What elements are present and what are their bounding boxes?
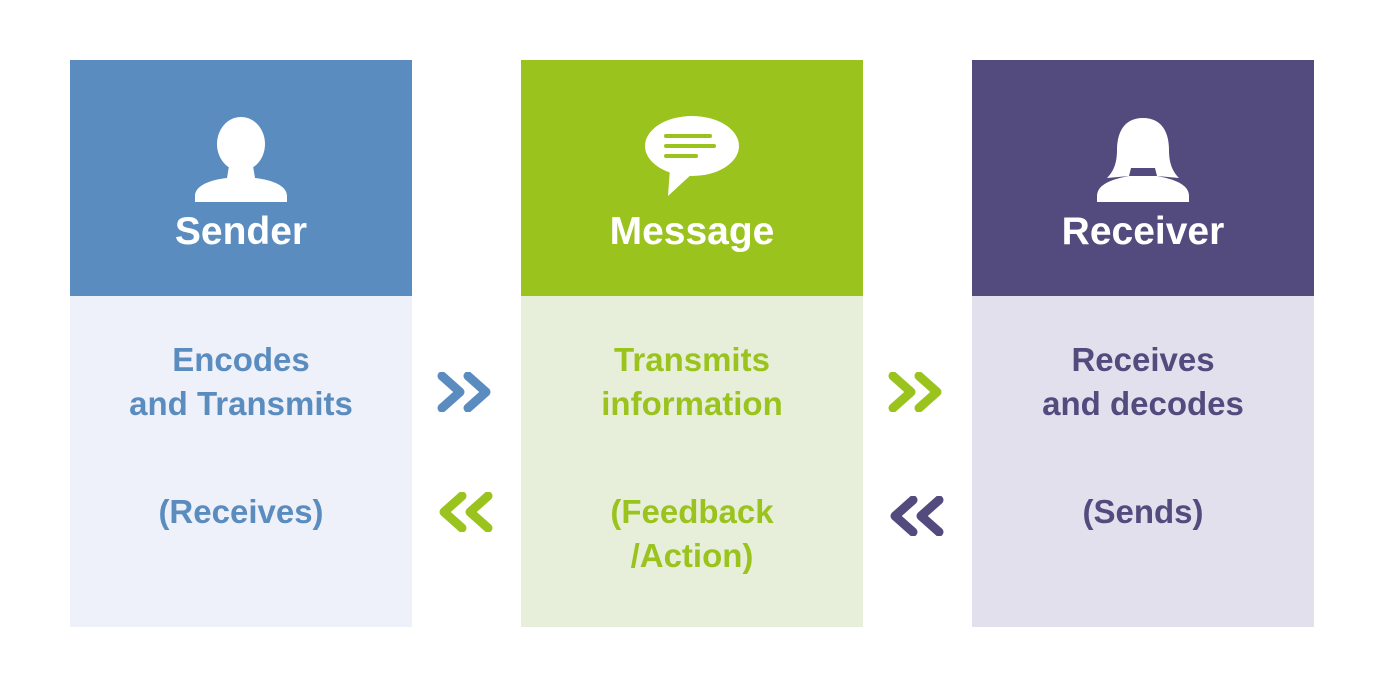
female-user-icon — [1088, 116, 1198, 206]
message-body: Transmits information (Feedback /Action) — [521, 296, 863, 627]
message-primary-line: information — [601, 385, 783, 422]
sender-card: Sender Encodes and Transmits (Receives) — [70, 60, 412, 627]
speech-bubble-icon — [637, 116, 747, 206]
sender-primary-text: Encodes and Transmits — [70, 338, 412, 426]
message-primary-text: Transmits information — [521, 338, 863, 426]
back-arrow-receiver-to-message — [887, 496, 947, 536]
receiver-primary-line: Receives — [1071, 341, 1215, 378]
message-primary-line: Transmits — [614, 341, 770, 378]
message-secondary-text: (Feedback /Action) — [521, 490, 863, 578]
receiver-card: Receiver Receives and decodes (Sends) — [972, 60, 1314, 627]
message-secondary-line: (Feedback — [610, 493, 774, 530]
sender-body: Encodes and Transmits (Receives) — [70, 296, 412, 627]
receiver-title: Receiver — [1061, 210, 1225, 253]
receiver-secondary-line: (Sends) — [1082, 493, 1204, 530]
receiver-primary-line: and decodes — [1042, 385, 1244, 422]
message-card: Message Transmits information (Feedback … — [521, 60, 863, 627]
forward-arrow-sender-to-message — [436, 372, 496, 412]
message-secondary-line: /Action) — [630, 537, 754, 574]
male-user-icon — [186, 116, 296, 206]
receiver-primary-text: Receives and decodes — [972, 338, 1314, 426]
sender-primary-line: Encodes — [172, 341, 310, 378]
message-header: Message — [521, 60, 863, 296]
sender-secondary-line: (Receives) — [158, 493, 324, 530]
sender-primary-line: and Transmits — [129, 385, 353, 422]
message-title: Message — [609, 210, 775, 253]
receiver-secondary-text: (Sends) — [972, 490, 1314, 534]
receiver-header: Receiver — [972, 60, 1314, 296]
sender-secondary-text: (Receives) — [70, 490, 412, 534]
sender-title: Sender — [174, 210, 308, 253]
receiver-body: Receives and decodes (Sends) — [972, 296, 1314, 627]
forward-arrow-message-to-receiver — [887, 372, 947, 412]
sender-header: Sender — [70, 60, 412, 296]
back-arrow-message-to-sender — [436, 492, 496, 532]
